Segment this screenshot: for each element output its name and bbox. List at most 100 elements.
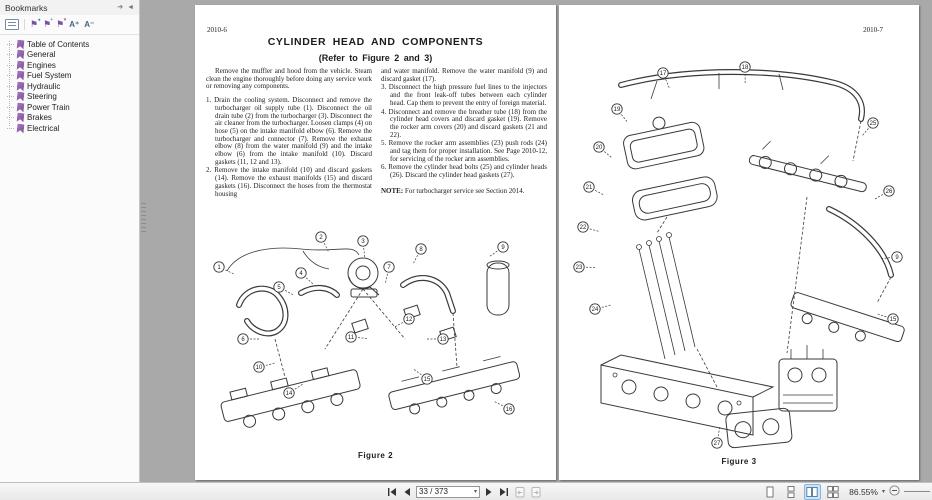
- manual-paragraph: NOTE: For turbocharger service see Secti…: [381, 186, 525, 195]
- svg-text:4: 4: [299, 271, 303, 277]
- page-dropdown-icon[interactable]: ▾: [473, 489, 477, 495]
- svg-text:7: 7: [387, 265, 391, 271]
- bookmark-label: Electrical: [27, 123, 60, 133]
- first-page-icon[interactable]: [386, 486, 398, 498]
- page-navigation: ▾: [386, 483, 542, 500]
- bookmark-icon: [17, 113, 25, 123]
- bookmark-label: Hydraulic: [27, 81, 61, 91]
- bookmark-icon: [17, 71, 25, 81]
- figure-3-caption: Figure 3: [721, 457, 757, 466]
- svg-text:21: 21: [586, 185, 593, 191]
- bookmark-icon: [17, 50, 25, 60]
- dock-panel-icon[interactable]: ➔: [117, 4, 124, 11]
- status-bar: ▾ 86.55% ▾: [0, 482, 932, 500]
- bookmark-item-steering[interactable]: Steering: [7, 92, 139, 103]
- next-view-icon[interactable]: [529, 485, 542, 498]
- zoom-out-icon[interactable]: [889, 485, 900, 498]
- callout-circle: [273, 281, 285, 293]
- bookmark-icon: [17, 81, 25, 91]
- decrease-text-size-icon[interactable]: A⁻: [84, 19, 95, 29]
- bookmark-item-fuel-system[interactable]: Fuel System: [7, 71, 139, 82]
- zoom-dropdown-icon[interactable]: ▾: [881, 489, 885, 495]
- callout-circle: [415, 243, 427, 255]
- tree-connector: [7, 75, 14, 77]
- bookmark-item-brakes[interactable]: Brakes: [7, 113, 139, 124]
- tree-connector: [7, 96, 14, 98]
- bookmarks-panel-title: Bookmarks: [5, 2, 48, 13]
- tree-connector: [7, 43, 14, 45]
- callout-circle: [437, 333, 449, 345]
- tree-connector: [7, 117, 14, 119]
- zoom-slider[interactable]: [904, 491, 930, 492]
- last-page-icon[interactable]: [498, 486, 510, 498]
- bookmark-icon: [17, 102, 25, 112]
- svg-text:2: 2: [319, 235, 323, 241]
- tree-connector: [7, 127, 14, 129]
- bookmark-icon: [17, 92, 25, 102]
- callout-circle: [883, 185, 895, 197]
- callout-circle: [891, 251, 903, 263]
- callout-circle: [237, 333, 249, 345]
- callout-circle: [315, 231, 327, 243]
- svg-text:5: 5: [277, 285, 281, 291]
- tree-connector: [7, 85, 14, 87]
- bookmarks-panel-header: Bookmarks ➔ ◄: [0, 0, 139, 15]
- view-and-zoom-controls: 86.55% ▾: [762, 483, 930, 500]
- callout-circle: [383, 261, 395, 273]
- panel-view-options-icon[interactable]: [5, 19, 19, 30]
- manual-paragraph: 6. Remove the cylinder head bolts (25) a…: [381, 163, 547, 180]
- page-number-input[interactable]: [419, 487, 467, 496]
- bookmark-label: Power Train: [27, 102, 70, 112]
- svg-text:12: 12: [406, 317, 413, 323]
- bookmark-item-table-of-contents[interactable]: Table of Contents: [7, 39, 139, 50]
- bookmark-item-general[interactable]: General: [7, 50, 139, 61]
- continuous-view-icon[interactable]: [783, 484, 800, 500]
- expand-current-bookmark-icon[interactable]: ⚑◂: [30, 17, 41, 29]
- bookmark-item-hydraulic[interactable]: Hydraulic: [7, 81, 139, 92]
- page-2010-6: 2010-6 CYLINDER HEAD AND COMPONENTS (Ref…: [195, 5, 556, 480]
- previous-page-icon[interactable]: [401, 486, 413, 498]
- bookmark-label: Fuel System: [27, 71, 72, 81]
- facing-view-icon[interactable]: [803, 483, 821, 500]
- callout-circle: [253, 361, 265, 373]
- callout-circle: [711, 437, 723, 449]
- next-page-icon[interactable]: [483, 486, 495, 498]
- bookmark-item-electrical[interactable]: Electrical: [7, 123, 139, 134]
- bookmark-icon: [17, 123, 25, 133]
- callout-circle: [403, 313, 415, 325]
- text-column-2: and water manifold. Remove the water man…: [381, 67, 547, 199]
- single-page-view-icon[interactable]: [762, 484, 779, 500]
- svg-text:16: 16: [506, 407, 513, 413]
- callout-circle: [213, 261, 225, 273]
- callout-circle: [583, 181, 595, 193]
- new-bookmark-icon[interactable]: ⚑+: [43, 17, 54, 29]
- callout-circle: [887, 313, 899, 325]
- increase-text-size-icon[interactable]: A⁺: [69, 19, 80, 29]
- facing-continuous-view-icon[interactable]: [825, 484, 842, 500]
- svg-text:24: 24: [592, 307, 599, 313]
- callout-circle: [497, 241, 509, 253]
- panel-splitter-grip[interactable]: [141, 203, 146, 232]
- svg-text:22: 22: [580, 225, 587, 231]
- svg-text:3: 3: [361, 239, 365, 245]
- callout-circle: [739, 61, 751, 73]
- bookmark-item-power-train[interactable]: Power Train: [7, 102, 139, 113]
- bookmark-icon: [17, 60, 25, 70]
- collapse-panel-icon[interactable]: ◄: [127, 4, 134, 11]
- bookmark-item-engines[interactable]: Engines: [7, 60, 139, 71]
- svg-text:11: 11: [348, 335, 355, 341]
- svg-text:8: 8: [419, 247, 423, 253]
- bookmark-icon: [17, 39, 25, 49]
- bookmark-actions-icon[interactable]: ⚑▾: [56, 17, 67, 29]
- svg-text:15: 15: [424, 377, 431, 383]
- svg-text:25: 25: [870, 121, 877, 127]
- callout-circle: [295, 267, 307, 279]
- callout-circle: [577, 221, 589, 233]
- previous-view-icon[interactable]: [513, 485, 526, 498]
- callout-circle: [503, 403, 515, 415]
- section-subtitle: (Refer to Figure 2 and 3): [318, 53, 433, 63]
